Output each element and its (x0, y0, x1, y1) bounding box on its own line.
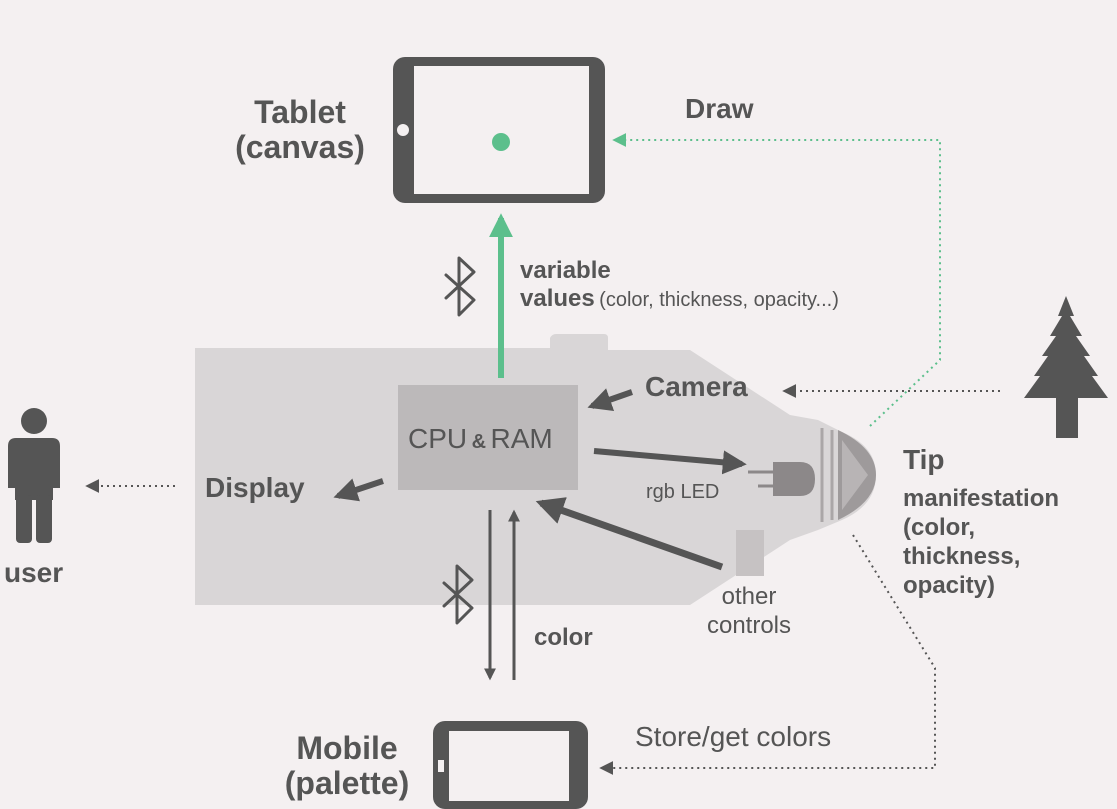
other-label: other (721, 583, 777, 610)
tablet-label-line2: (canvas) (235, 129, 365, 166)
draw-dotted-arrow (612, 133, 941, 427)
mobile-icon (433, 721, 588, 809)
tablet-label-line1: Tablet (254, 94, 346, 130)
store-get-label: Store/get colors (635, 721, 832, 752)
bluetooth-icon (442, 564, 474, 625)
user-label: user (4, 557, 64, 588)
variable-label: variable (520, 257, 611, 284)
tip-label: Tip (903, 444, 945, 475)
store-get-dotted-arrow (599, 534, 936, 775)
color-label: color (534, 624, 593, 651)
mobile-label-line1: Mobile (296, 730, 398, 766)
tip-detail-2: thickness, (903, 543, 1021, 570)
tree-icon (1024, 296, 1108, 438)
mobile-label: Mobile (palette) (262, 730, 432, 802)
cpu-ram-label: CPU & RAM (408, 423, 553, 455)
person-icon (8, 408, 60, 543)
cpu-ram-box (398, 385, 578, 490)
cpu-to-led-arrow (593, 448, 747, 475)
camera-label: Camera (645, 371, 748, 402)
tip-detail-1: (color, (903, 514, 976, 541)
controls-to-cpu-arrow (535, 497, 724, 571)
cpu-to-display-arrow (333, 478, 384, 502)
camera-to-cpu-arrow (587, 388, 633, 411)
tablet-icon (393, 57, 605, 203)
manifestation-label: manifestation (903, 485, 1060, 512)
led-icon (748, 462, 815, 496)
values-detail-label: (color, thickness, opacity...) (599, 289, 839, 311)
tablet-label: Tablet (canvas) (230, 94, 370, 166)
cpu-label: CPU (408, 423, 468, 454)
tip-highlight (842, 440, 868, 510)
values-label-row: values (color, thickness, opacity...) (520, 285, 839, 312)
amp-label: & (471, 431, 487, 453)
values-label: values (520, 285, 595, 312)
other-controls-label: other controls (694, 582, 804, 640)
display-label: Display (205, 472, 305, 503)
controls-label: controls (706, 612, 792, 639)
rgb-led-label: rgb LED (646, 481, 720, 503)
draw-label: Draw (685, 93, 754, 124)
tip-manifestation-block: manifestation (color, thickness, opacity… (903, 484, 1059, 600)
other-controls-button (736, 530, 764, 576)
ram-label: RAM (490, 423, 553, 454)
mobile-label-line2: (palette) (284, 765, 410, 802)
tip-detail-3: opacity) (903, 572, 996, 599)
bluetooth-icon (444, 256, 476, 317)
